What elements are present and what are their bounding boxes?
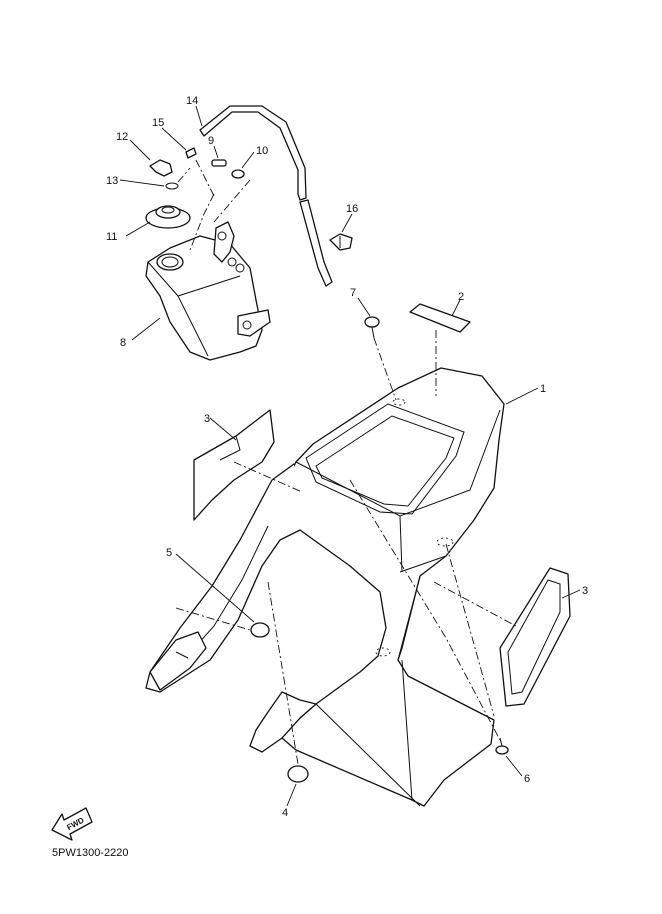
breather-hose — [199, 105, 333, 287]
leader-lines — [119, 105, 581, 807]
callout-labels: 1 2 3 3 4 5 6 7 8 9 10 11 12 13 14 15 16 — [106, 95, 588, 819]
callout-3-left: 3 — [204, 413, 210, 425]
diagram-code: 5PW1300-2220 — [52, 847, 128, 859]
screw-7 — [364, 316, 380, 339]
emblem-left — [193, 409, 275, 521]
assembly-lines — [175, 159, 517, 765]
callout-9: 9 — [208, 135, 214, 147]
clamp-16 — [329, 233, 353, 251]
collar-10 — [231, 169, 245, 179]
rear-cowling — [145, 367, 505, 807]
callout-11: 11 — [106, 231, 117, 243]
label-plate — [409, 303, 471, 333]
callout-5: 5 — [166, 547, 172, 559]
callout-6: 6 — [524, 773, 530, 785]
bolt-6 — [495, 737, 509, 755]
callout-14: 14 — [186, 95, 198, 107]
callout-7: 7 — [350, 287, 356, 299]
washer-13 — [165, 182, 179, 190]
tank-cap — [145, 205, 191, 229]
fwd-arrow-icon: FWD — [51, 807, 93, 841]
clip-15 — [185, 147, 197, 159]
hose-elbow — [149, 159, 173, 177]
emblem-right — [499, 567, 571, 707]
callout-1: 1 — [540, 383, 546, 395]
callout-4: 4 — [282, 807, 288, 819]
callout-8: 8 — [120, 337, 126, 349]
callout-16: 16 — [346, 203, 358, 215]
damper-4 — [287, 765, 309, 783]
callout-2: 2 — [458, 291, 464, 303]
bolt-9 — [211, 159, 227, 167]
callout-12: 12 — [116, 131, 128, 143]
callout-3-right: 3 — [582, 585, 588, 597]
grommet-5 — [250, 622, 270, 638]
callout-10: 10 — [256, 145, 268, 157]
reservoir-tank — [145, 221, 271, 361]
callout-15: 15 — [152, 117, 164, 129]
callout-13: 13 — [106, 175, 118, 187]
